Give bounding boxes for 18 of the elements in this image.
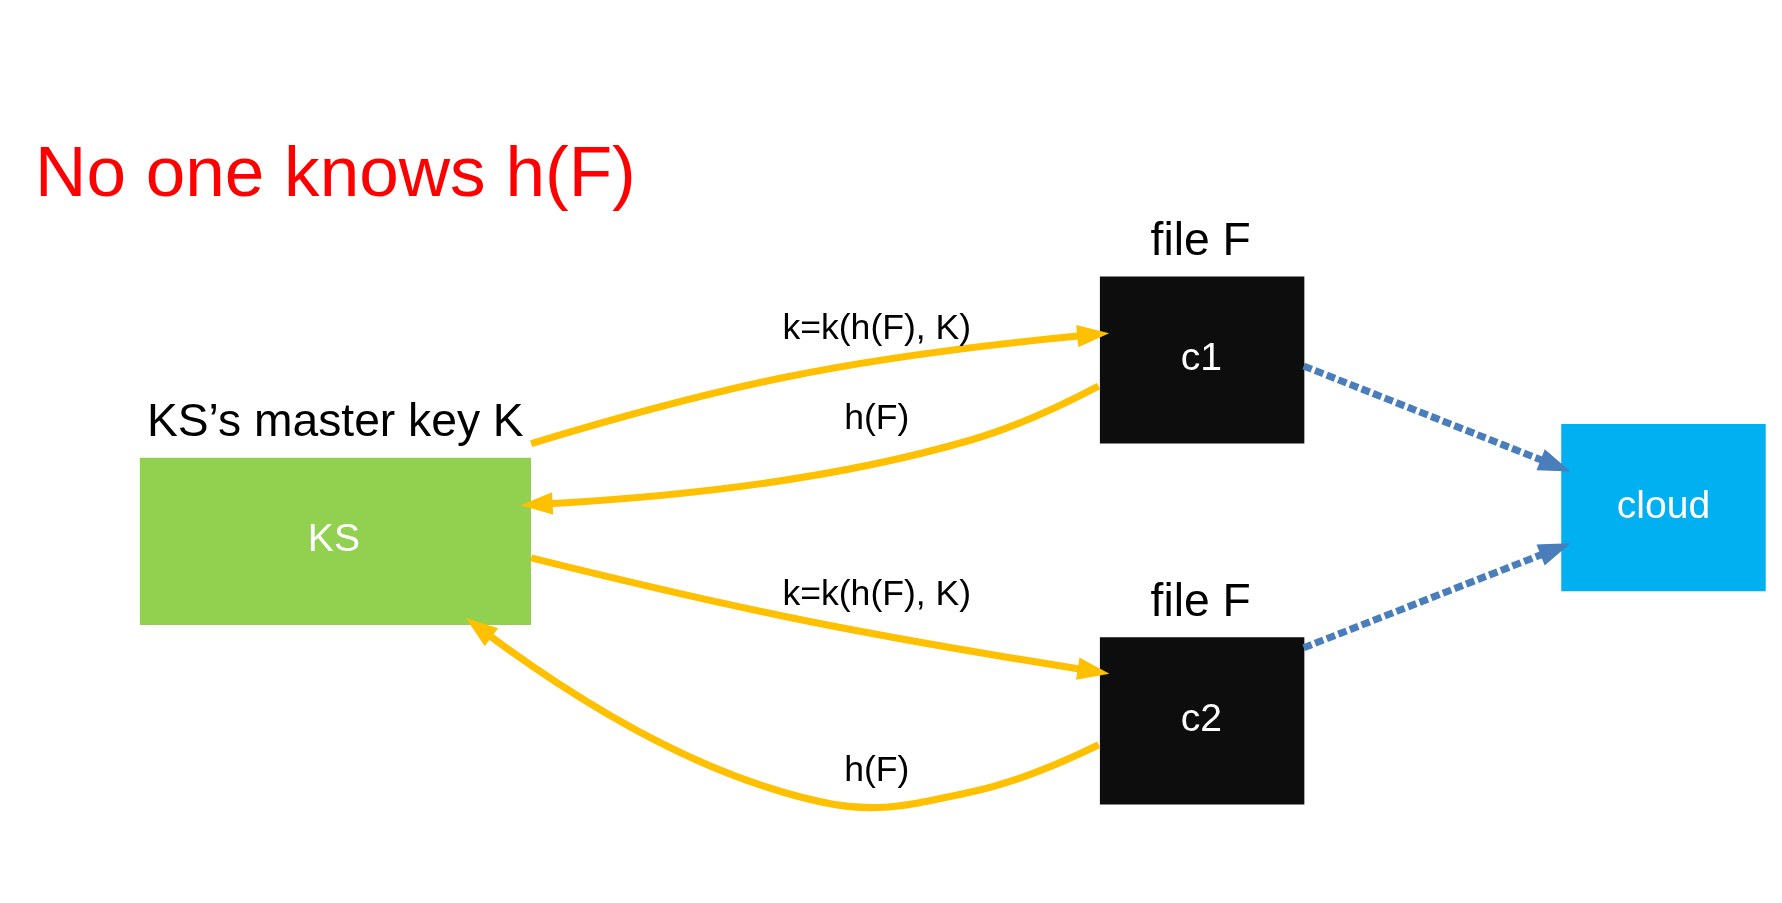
edge-label: h(F) — [844, 749, 910, 790]
node-box: c2 — [1099, 637, 1305, 805]
label: No one knows h(F) — [35, 132, 636, 212]
arrow — [530, 554, 1110, 680]
node-box: cloud — [1561, 424, 1766, 592]
arrow — [465, 617, 1101, 812]
edge-label: k=k(h(F), K) — [782, 573, 972, 614]
node-label: file F — [1150, 573, 1251, 626]
arrow — [530, 324, 1110, 448]
node-label: KS’s master key K — [146, 394, 524, 447]
node-box: c1 — [1099, 276, 1305, 444]
arrow — [520, 383, 1101, 515]
arrow — [1302, 362, 1571, 472]
node-box: KS — [139, 457, 531, 625]
edge-label: h(F) — [844, 397, 910, 438]
node-label: file F — [1150, 212, 1251, 265]
edge-label: k=k(h(F), K) — [782, 306, 972, 347]
arrow — [1302, 543, 1571, 652]
